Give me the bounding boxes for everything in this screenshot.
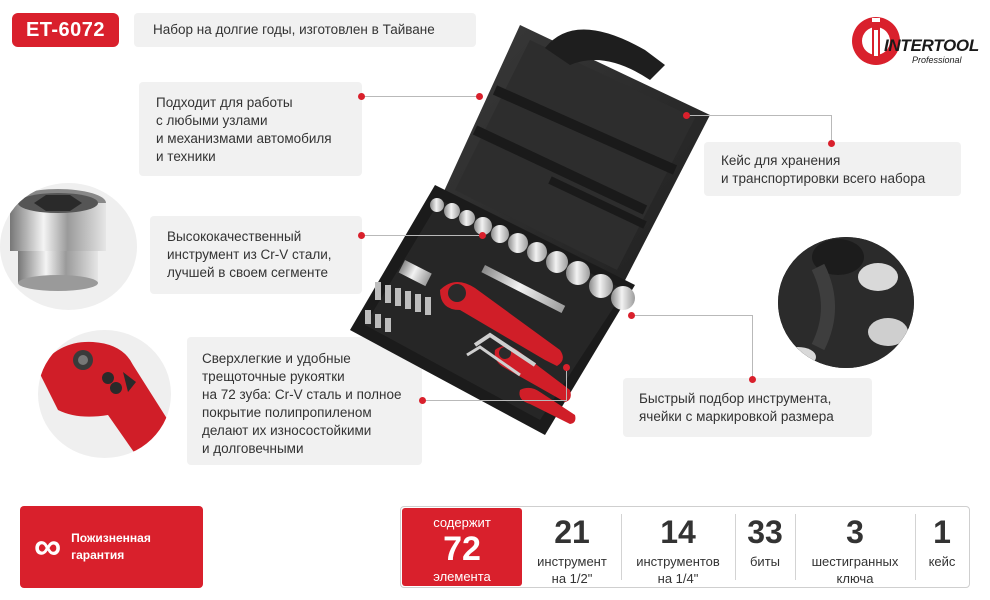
stat-total-value: 72 bbox=[443, 530, 481, 568]
connector-case-dot-start bbox=[683, 112, 690, 119]
brand-name: INTERTOOL bbox=[884, 36, 979, 55]
warranty-line-2: гарантия bbox=[71, 548, 125, 562]
case-socket-closeup-icon bbox=[778, 237, 914, 368]
socket-closeup-icon bbox=[0, 183, 137, 310]
warranty-text: Пожизненная гарантия bbox=[71, 530, 151, 565]
stat-quarter-inch-value: 14 bbox=[660, 514, 696, 550]
stat-total-top: содержит bbox=[433, 515, 491, 530]
callout-ratchet-line-5: делают их износостойкими bbox=[202, 422, 372, 438]
callout-material-line-2: инструмент из Cr-V стали, bbox=[167, 246, 332, 262]
stat-case: 1 кейс bbox=[916, 508, 968, 586]
callout-ratchet: Сверхлегкие и удобные трещоточные рукоят… bbox=[187, 337, 422, 465]
stat-separator bbox=[915, 514, 916, 580]
connector-case-dot-end bbox=[828, 140, 835, 147]
infinity-icon: ∞ bbox=[34, 526, 62, 568]
stats-panel bbox=[400, 506, 970, 588]
stat-bits-label-1: биты bbox=[749, 554, 780, 569]
connector-quick-v bbox=[752, 315, 753, 379]
callout-fits-line-3: и механизмами автомобиля bbox=[156, 130, 332, 146]
connector-quick-dot-end bbox=[749, 376, 756, 383]
ratchet-closeup-icon bbox=[38, 330, 171, 458]
model-badge: ET-6072 bbox=[12, 13, 119, 47]
stat-quarter-inch-label-2: на 1/4" bbox=[657, 570, 699, 586]
connector-fits bbox=[362, 96, 478, 97]
connector-quick-dot-start bbox=[628, 312, 635, 319]
callout-case-line-2: и транспортировки всего набора bbox=[721, 170, 926, 186]
callout-fits-line-4: и техники bbox=[156, 148, 216, 164]
stat-bits: 33 биты bbox=[736, 508, 794, 586]
intertool-logo-icon bbox=[852, 17, 900, 65]
callout-case: Кейс для хранения и транспортировки всег… bbox=[704, 142, 961, 196]
callout-ratchet-line-6: и долговечными bbox=[202, 440, 304, 456]
callout-case-line-1: Кейс для хранения bbox=[721, 153, 841, 168]
stat-quarter-inch: 14 инструментов на 1/4" bbox=[622, 508, 734, 586]
stat-hex-keys-value: 3 bbox=[846, 514, 864, 550]
stat-total-bottom: элемента bbox=[433, 569, 491, 584]
stat-case-label-1: кейс bbox=[928, 554, 956, 569]
callout-ratchet-line-1: Сверхлегкие и удобные bbox=[202, 351, 351, 366]
callout-ratchet-line-3: на 72 зуба: Cr-V сталь и полное bbox=[202, 386, 402, 402]
stat-separator bbox=[735, 514, 736, 580]
callout-fits: Подходит для работы с любыми узлами и ме… bbox=[139, 82, 362, 176]
stat-hex-keys: 3 шестигранных ключа bbox=[796, 508, 914, 586]
callout-made-in: Набор на долгие годы, изготовлен в Тайва… bbox=[134, 13, 476, 47]
connector-ratchet-dot-end bbox=[563, 364, 570, 371]
callout-made-in-text: Набор на долгие годы, изготовлен в Тайва… bbox=[153, 22, 435, 37]
stat-quarter-inch-label-1: инструментов bbox=[636, 554, 720, 569]
stat-half-inch-label-1: инструмент bbox=[537, 554, 607, 569]
callout-material-line-3: лучшей в своем сегменте bbox=[167, 264, 328, 280]
connector-material-dot-end bbox=[479, 232, 486, 239]
callout-ratchet-line-4: покрытие полипропиленом bbox=[202, 404, 372, 420]
warranty-badge: ∞ Пожизненная гарантия bbox=[20, 506, 203, 588]
callout-quick-line-1: Быстрый подбор инструмента, bbox=[639, 391, 832, 406]
callout-fits-line-1: Подходит для работы bbox=[156, 95, 293, 110]
connector-ratchet-h bbox=[422, 400, 567, 401]
stat-half-inch: 21 инструмент на 1/2" bbox=[524, 508, 620, 586]
stat-total: содержит 72 элемента bbox=[402, 508, 522, 586]
callout-ratchet-line-2: трещоточные рукоятки bbox=[202, 368, 345, 384]
stat-half-inch-value: 21 bbox=[554, 514, 590, 550]
stat-case-value: 1 bbox=[933, 514, 951, 550]
connector-fits-dot-start bbox=[358, 93, 365, 100]
stat-hex-keys-label-2: ключа bbox=[836, 570, 874, 586]
connector-ratchet-dot-start bbox=[419, 397, 426, 404]
brand-tagline: Professional bbox=[912, 55, 962, 65]
stat-separator bbox=[621, 514, 622, 580]
connector-material bbox=[362, 235, 482, 236]
callout-quick-line-2: ячейки с маркировкой размера bbox=[639, 408, 834, 424]
callout-material: Высококачественный инструмент из Cr-V ст… bbox=[150, 216, 362, 294]
warranty-line-1: Пожизненная bbox=[71, 530, 151, 545]
callout-fits-line-2: с любыми узлами bbox=[156, 112, 268, 128]
toolset-case-icon bbox=[350, 25, 710, 435]
stat-half-inch-label-2: на 1/2" bbox=[551, 570, 593, 586]
connector-quick-h bbox=[631, 315, 753, 316]
stat-hex-keys-label-1: шестигранных bbox=[811, 554, 899, 569]
callout-quick: Быстрый подбор инструмента, ячейки с мар… bbox=[623, 378, 872, 437]
connector-case-v bbox=[831, 115, 832, 143]
connector-material-dot-start bbox=[358, 232, 365, 239]
callout-material-line-1: Высококачественный bbox=[167, 229, 302, 244]
stat-bits-value: 33 bbox=[747, 514, 783, 550]
connector-ratchet-v bbox=[566, 367, 567, 400]
connector-fits-dot-end bbox=[476, 93, 483, 100]
stat-separator bbox=[795, 514, 796, 580]
connector-case-h bbox=[686, 115, 832, 116]
